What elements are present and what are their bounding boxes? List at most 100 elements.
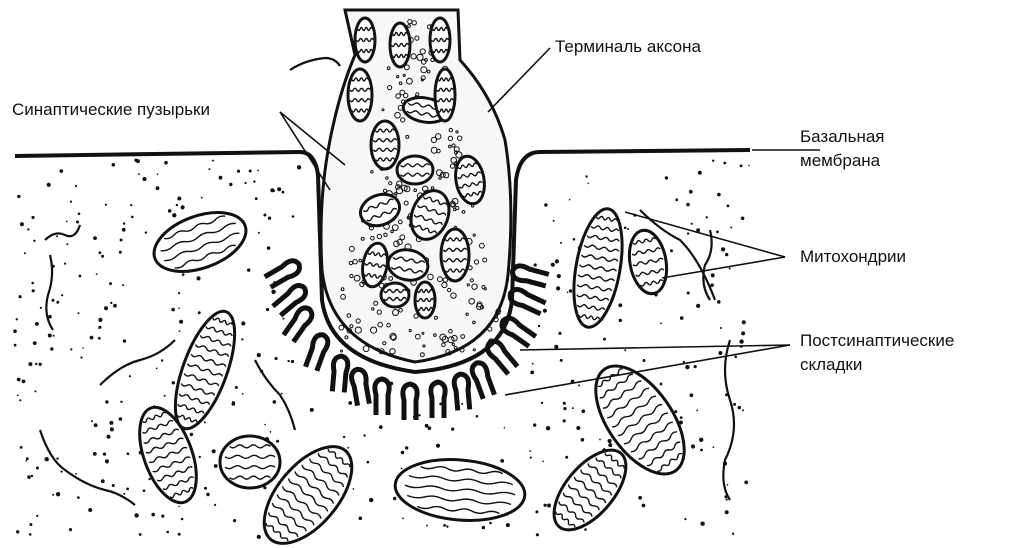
speckle	[748, 165, 750, 167]
speckle	[96, 273, 98, 275]
mitochondrion	[371, 121, 399, 169]
speckle	[560, 242, 562, 244]
label-basal-membrane-line1: Базальная	[800, 127, 885, 146]
vesicle	[363, 346, 369, 352]
speckle	[565, 456, 568, 459]
speckle	[402, 518, 404, 520]
fiber-9	[290, 58, 340, 70]
postsynaptic-fold	[470, 361, 496, 400]
speckle	[190, 433, 193, 436]
speckle	[700, 522, 704, 526]
mitochondrion	[146, 201, 254, 283]
speckle	[208, 168, 210, 170]
speckle	[725, 253, 728, 256]
postsynaptic-fold	[507, 287, 546, 315]
speckle	[138, 173, 140, 175]
speckle	[56, 457, 58, 459]
speckle	[103, 453, 106, 456]
speckle	[253, 180, 255, 182]
speckle	[249, 170, 252, 173]
speckle	[134, 513, 138, 517]
speckle	[660, 323, 662, 325]
speckle	[687, 232, 689, 234]
speckle	[500, 459, 504, 463]
speckle	[563, 407, 566, 410]
speckle	[554, 345, 558, 349]
speckle	[123, 222, 125, 224]
speckle	[109, 421, 113, 425]
speckle	[572, 407, 574, 409]
speckle	[696, 410, 698, 412]
speckle	[120, 401, 122, 403]
leader-terminal	[488, 48, 550, 112]
speckle	[123, 493, 125, 495]
speckle	[619, 319, 622, 322]
speckle	[156, 186, 160, 190]
speckle	[569, 289, 572, 292]
speckle	[700, 449, 703, 452]
speckle	[557, 274, 561, 278]
speckle	[214, 464, 218, 468]
speckle	[275, 357, 278, 360]
speckle	[235, 386, 238, 389]
speckle	[608, 439, 612, 443]
speckle	[70, 201, 72, 203]
vesicle	[345, 336, 348, 339]
speckle	[730, 227, 732, 229]
speckle	[25, 460, 27, 462]
speckle	[143, 489, 146, 492]
speckle	[53, 335, 55, 337]
speckle	[698, 171, 702, 175]
speckle	[687, 292, 690, 295]
speckle	[136, 159, 140, 163]
speckle	[122, 228, 126, 232]
speckle	[178, 506, 180, 508]
speckle	[683, 361, 685, 363]
speckle	[171, 308, 175, 312]
speckle	[567, 292, 569, 294]
speckle	[741, 331, 745, 335]
mitochondrion	[390, 23, 410, 67]
speckle	[426, 525, 428, 527]
speckle	[19, 399, 21, 401]
speckle	[126, 488, 129, 491]
vesicle	[341, 350, 343, 352]
speckle	[36, 467, 39, 470]
speckle	[292, 215, 295, 218]
speckle	[181, 518, 184, 521]
speckle	[690, 393, 694, 397]
label-basal-membrane-line2: мембрана	[800, 151, 881, 170]
speckle	[32, 289, 35, 292]
speckle	[720, 327, 722, 329]
fiber-3	[100, 340, 175, 385]
speckle	[712, 160, 714, 162]
speckle	[178, 533, 181, 536]
speckle	[587, 183, 589, 185]
speckle	[603, 338, 606, 341]
speckle	[105, 400, 108, 403]
postsynaptic-fold	[403, 384, 417, 420]
speckle	[179, 320, 183, 324]
mitochondrion	[381, 283, 409, 307]
speckle	[529, 450, 531, 452]
speckle	[547, 504, 551, 508]
speckle	[17, 195, 20, 198]
speckle	[40, 307, 42, 309]
speckle	[161, 359, 163, 361]
speckle	[75, 185, 77, 187]
speckle	[29, 533, 32, 536]
fiber-1	[45, 225, 80, 240]
speckle	[113, 304, 117, 308]
speckle	[443, 524, 446, 527]
speckle	[212, 449, 216, 453]
speckle	[27, 228, 29, 230]
speckle	[608, 443, 612, 447]
speckle	[267, 246, 271, 250]
speckle	[112, 163, 116, 167]
speckle	[177, 197, 181, 201]
speckle	[157, 174, 159, 176]
label-postsynaptic-folds-line2: складки	[800, 355, 862, 374]
speckle	[139, 533, 142, 536]
speckle	[78, 213, 81, 216]
speckle	[642, 504, 646, 508]
